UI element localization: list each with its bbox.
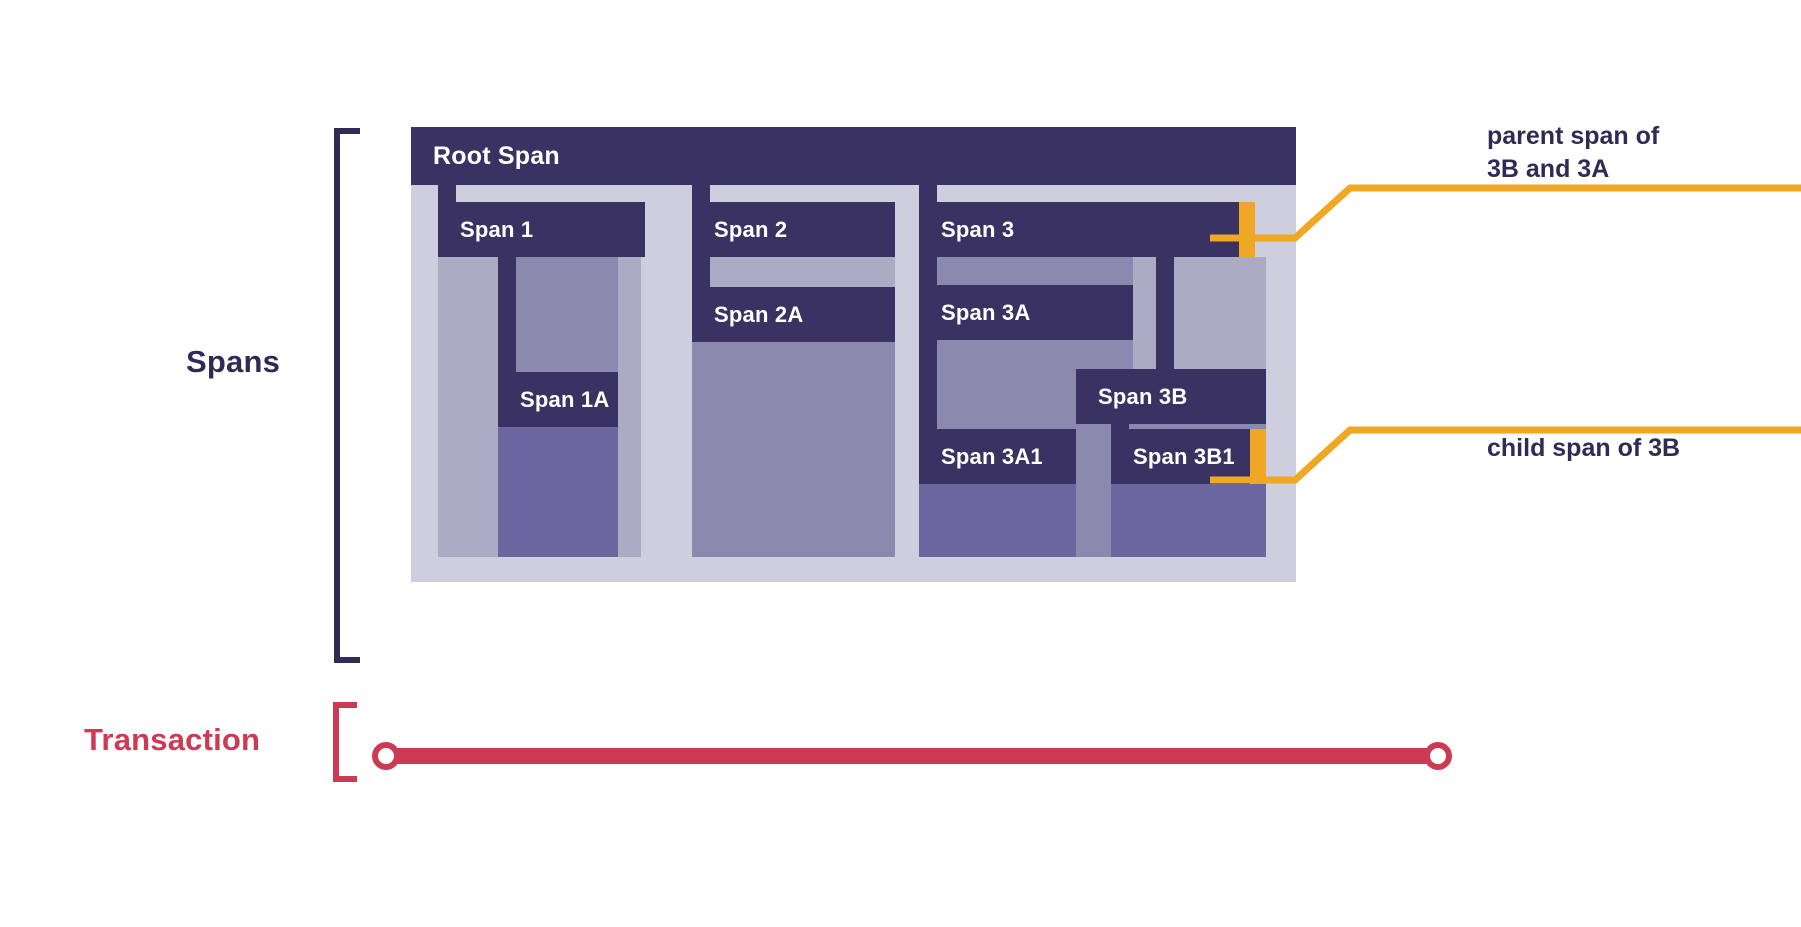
- span-bar-span-2a-label: Span 2A: [714, 301, 804, 327]
- span-1a-body: [498, 425, 618, 557]
- highlight-marker-span-3b1: [1250, 429, 1266, 484]
- span-bar-span-3b[interactable]: Span 3B: [1076, 369, 1266, 424]
- span-bar-span-3b1-label: Span 3B1: [1133, 443, 1235, 469]
- spans-section-label: Spans: [186, 344, 281, 379]
- transaction-end-dot: [1424, 742, 1452, 770]
- callout-parent-text: parent span of 3B and 3A: [1487, 122, 1660, 183]
- span-bar-span-3b1[interactable]: Span 3B1: [1111, 429, 1266, 484]
- span-bar-span-1a-label: Span 1A: [520, 386, 610, 412]
- span-bar-span-3-label: Span 3: [941, 216, 1015, 242]
- span-bar-span-3a-label: Span 3A: [941, 299, 1031, 325]
- transaction-bracket: [333, 702, 357, 782]
- span-bar-span-3a1-label: Span 3A1: [941, 443, 1043, 469]
- span-bar-span-3a[interactable]: Span 3A: [919, 285, 1133, 340]
- callout-child-text: child span of 3B: [1487, 434, 1681, 462]
- span-2a-container: [692, 312, 895, 557]
- span-bar-root-label: Root Span: [433, 141, 560, 170]
- spans-bracket: [334, 128, 360, 663]
- span-bar-span-1[interactable]: Span 1: [438, 202, 645, 257]
- stem-span3-to-span3b: [1156, 237, 1174, 372]
- callout-leader-child: [1210, 426, 1801, 484]
- spans-waterfall: Root Span Span 1 Span 1A Span 2 Span 2A …: [411, 127, 1428, 657]
- stem-span1-to-span1a: [498, 237, 516, 395]
- span-bar-span-3[interactable]: Span 3: [919, 202, 1255, 257]
- span-bar-span-1a[interactable]: Span 1A: [498, 372, 618, 427]
- span-bar-root[interactable]: Root Span: [411, 127, 1296, 185]
- callout-leader-parent: [1210, 184, 1801, 242]
- span-bar-span-3a1[interactable]: Span 3A1: [919, 429, 1076, 484]
- transaction-start-dot: [372, 742, 400, 770]
- span-bar-span-2-label: Span 2: [714, 216, 788, 242]
- span-bar-span-2[interactable]: Span 2: [692, 202, 895, 257]
- span-bar-span-1-label: Span 1: [460, 216, 534, 242]
- highlight-marker-span-3: [1239, 202, 1255, 257]
- span-bar-span-2a[interactable]: Span 2A: [692, 287, 895, 342]
- span-bar-span-3b-label: Span 3B: [1098, 383, 1188, 409]
- transaction-section-label: Transaction: [84, 722, 261, 757]
- span-3a1-body: [919, 479, 1076, 557]
- span-3b1-body: [1111, 479, 1266, 557]
- transaction-bar: [384, 748, 1449, 764]
